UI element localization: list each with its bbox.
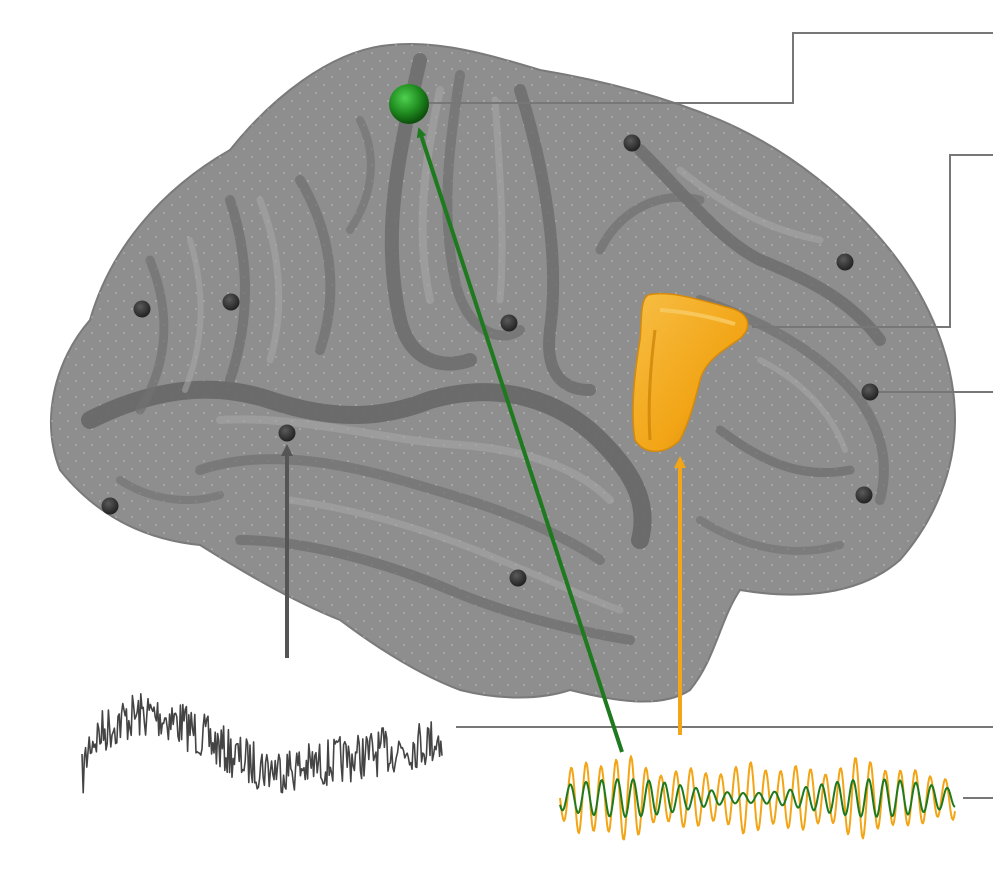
electrode-dot-icon <box>855 486 873 504</box>
region-of-interest-icon <box>632 292 749 452</box>
electrode-dot-icon <box>836 253 854 271</box>
leader-line-region <box>752 154 993 328</box>
seed-electrode-icon <box>389 84 429 124</box>
electrode-dot-icon <box>133 300 151 318</box>
electrode-group <box>101 134 879 587</box>
leader-lines <box>428 32 993 799</box>
electrode-dot-icon <box>861 383 879 401</box>
green-arrow <box>416 127 624 753</box>
brain-surface <box>50 43 957 703</box>
gyri-highlights <box>182 86 848 614</box>
electrode-dot-icon <box>623 134 641 152</box>
electrode-dot-icon <box>509 569 527 587</box>
electrode-dot-icon <box>101 497 119 515</box>
electrode-dot-icon <box>222 293 240 311</box>
leader-line-seed <box>428 32 993 104</box>
electrode-dot-icon <box>278 424 296 442</box>
noise-trace <box>81 692 443 794</box>
sulci <box>81 53 889 645</box>
green-oscillation-trace <box>559 778 956 818</box>
electrode-dot-icon <box>500 314 518 332</box>
